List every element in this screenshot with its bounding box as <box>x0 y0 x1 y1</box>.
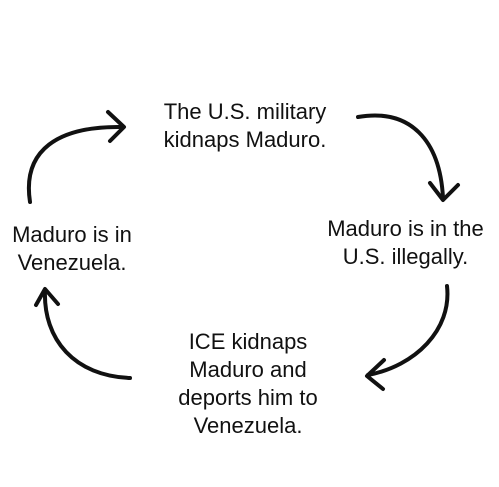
arrow-bottom-to-left <box>34 287 132 380</box>
node-text-line: Maduro is in <box>12 222 132 247</box>
node-text-line: Venezuela. <box>193 413 303 438</box>
node-text-line: deports him to <box>178 385 318 410</box>
node-text-line: kidnaps Maduro. <box>163 127 327 152</box>
node-text-line: ICE kidnaps <box>188 329 308 354</box>
node-text-line: The U.S. military <box>163 99 327 124</box>
node-maduro-in-us: Maduro is in the U.S. illegally. <box>312 215 499 271</box>
arrow-left-to-top <box>26 110 126 204</box>
node-text-line: U.S. illegally. <box>342 244 469 269</box>
node-text-line: Maduro and <box>189 357 307 382</box>
node-text-line: Maduro is in the <box>327 216 484 241</box>
node-ice-deports: ICE kidnaps Maduro and deports him to Ve… <box>158 328 338 440</box>
arrow-top-to-right <box>356 113 460 202</box>
arrow-right-to-bottom <box>365 284 450 391</box>
node-text-line: Venezuela. <box>17 250 127 275</box>
node-us-military-kidnaps: The U.S. military kidnaps Maduro. <box>130 98 360 154</box>
node-maduro-in-venezuela: Maduro is in Venezuela. <box>0 221 152 277</box>
